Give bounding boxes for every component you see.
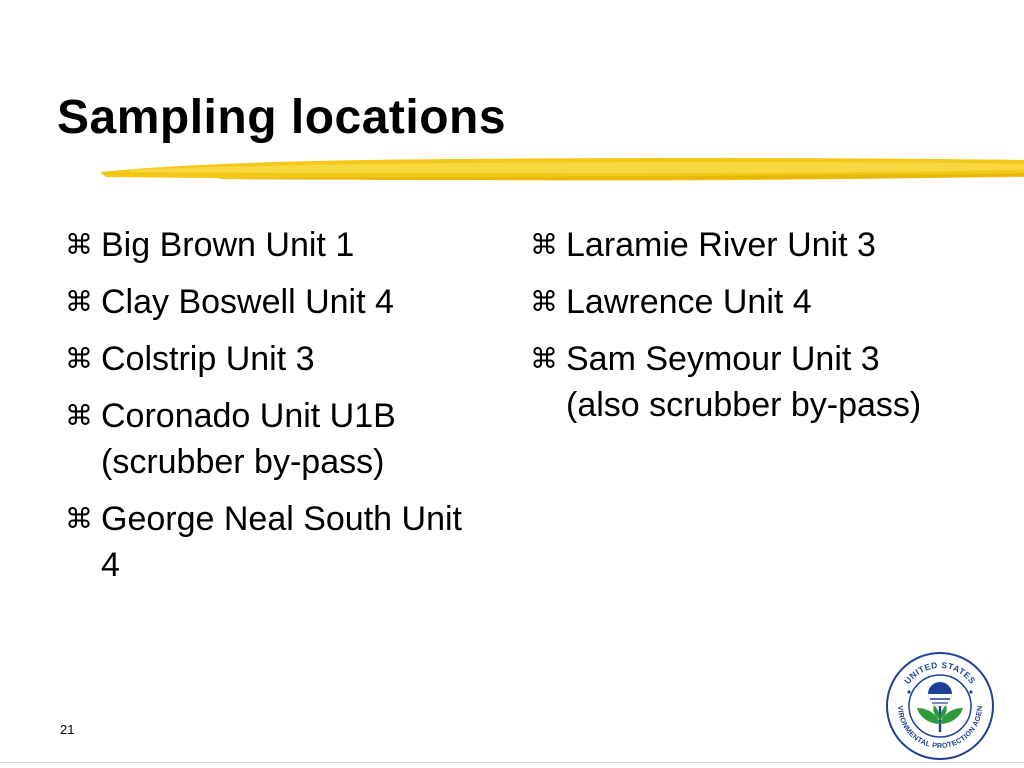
- bottom-rule: [0, 762, 1024, 763]
- command-key-bullet-icon: ⌘: [65, 342, 93, 375]
- right-bullet-list: ⌘ Laramie River Unit 3 ⌘ Lawrence Unit 4…: [530, 222, 950, 439]
- list-item-text: Sam Seymour Unit 3 (also scrubber by-pas…: [566, 340, 922, 424]
- list-item: ⌘ Coronado Unit U1B (scrubber by-pass): [65, 393, 465, 485]
- list-item: ⌘ Sam Seymour Unit 3 (also scrubber by-p…: [530, 336, 950, 428]
- command-key-bullet-icon: ⌘: [530, 228, 558, 261]
- list-item-text: Colstrip Unit 3: [101, 340, 315, 378]
- list-item-text: Lawrence Unit 4: [566, 283, 812, 321]
- list-item: ⌘ Lawrence Unit 4: [530, 279, 950, 325]
- list-item: ⌘ Big Brown Unit 1: [65, 222, 465, 268]
- list-item-text: Laramie River Unit 3: [566, 226, 876, 264]
- left-bullet-list: ⌘ Big Brown Unit 1 ⌘ Clay Boswell Unit 4…: [65, 222, 465, 599]
- epa-seal-icon: UNITED STATES ENVIRONMENTAL PROTECTION A…: [884, 650, 994, 760]
- command-key-bullet-icon: ⌘: [65, 399, 93, 432]
- list-item-text: Clay Boswell Unit 4: [101, 283, 394, 321]
- title-underline-brush: [100, 157, 1024, 181]
- command-key-bullet-icon: ⌘: [530, 285, 558, 318]
- page-number: 21: [60, 722, 75, 737]
- command-key-bullet-icon: ⌘: [65, 502, 93, 535]
- slide-title: Sampling locations: [57, 91, 507, 144]
- list-item-text: George Neal South Unit 4: [101, 500, 462, 584]
- list-item: ⌘ Clay Boswell Unit 4: [65, 279, 465, 325]
- list-item: ⌘ George Neal South Unit 4: [65, 496, 465, 588]
- list-item: ⌘ Laramie River Unit 3: [530, 222, 950, 268]
- command-key-bullet-icon: ⌘: [65, 285, 93, 318]
- list-item-text: Coronado Unit U1B (scrubber by-pass): [101, 397, 396, 481]
- command-key-bullet-icon: ⌘: [65, 228, 93, 261]
- command-key-bullet-icon: ⌘: [530, 342, 558, 375]
- list-item: ⌘ Colstrip Unit 3: [65, 336, 465, 382]
- list-item-text: Big Brown Unit 1: [101, 226, 355, 264]
